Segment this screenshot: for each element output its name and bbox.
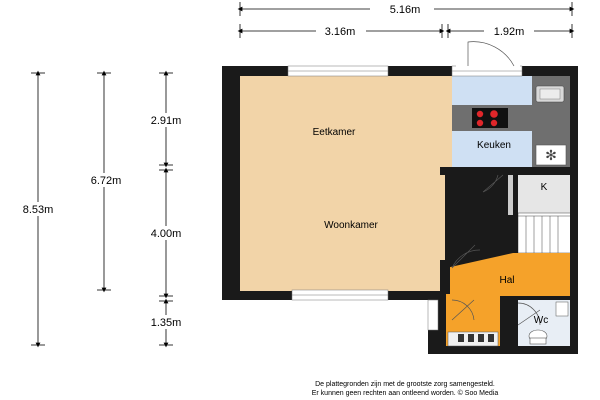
label-kast: K: [541, 182, 548, 193]
label-keuken: Keuken: [477, 140, 511, 151]
stairs: [513, 213, 570, 253]
living-height-label: 6.72m: [91, 175, 122, 187]
footer-line-1: De plattegronden zijn met de grootste zo…: [315, 381, 495, 388]
door-swings: [451, 174, 541, 326]
label-hal: Hal: [499, 275, 514, 286]
living-floor: [240, 76, 445, 291]
room-labels: Eetkamer Woonkamer Keuken K Hal Wc: [313, 127, 549, 326]
total-width-label: 5.16m: [390, 4, 421, 16]
back-door: [456, 41, 520, 68]
fan-icon: ✻: [545, 147, 557, 163]
cooktop: [472, 108, 508, 128]
woonkamer-height-label: 4.00m: [151, 228, 182, 240]
kast-floor: [513, 175, 570, 213]
left-dimensions: 8.53m 6.72m 2.91m 4.00m 1.35m: [14, 70, 192, 348]
living-floor-ext: [445, 76, 452, 168]
wc-sink: [555, 301, 569, 317]
plan-body: ✻: [222, 41, 578, 354]
top-dimensions: 5.16m 3.16m 1.92m: [237, 2, 575, 38]
right-width-label: 1.92m: [494, 26, 525, 38]
label-woonkamer: Woonkamer: [324, 220, 378, 231]
label-wc: Wc: [534, 315, 548, 326]
eetkamer-height-label: 2.91m: [151, 115, 182, 127]
footer: De plattegronden zijn met de grootste zo…: [312, 381, 499, 397]
footer-line-2: Er kunnen geen rechten aan ontleend word…: [312, 389, 499, 397]
front-door-frame: [427, 299, 439, 331]
left-width-label: 3.16m: [325, 26, 356, 38]
extractor: [535, 144, 567, 166]
bottom-height-label: 1.35m: [151, 317, 182, 329]
label-eetkamer: Eetkamer: [313, 127, 356, 138]
total-height-label: 8.53m: [23, 204, 54, 216]
hall-floor: [446, 253, 570, 346]
